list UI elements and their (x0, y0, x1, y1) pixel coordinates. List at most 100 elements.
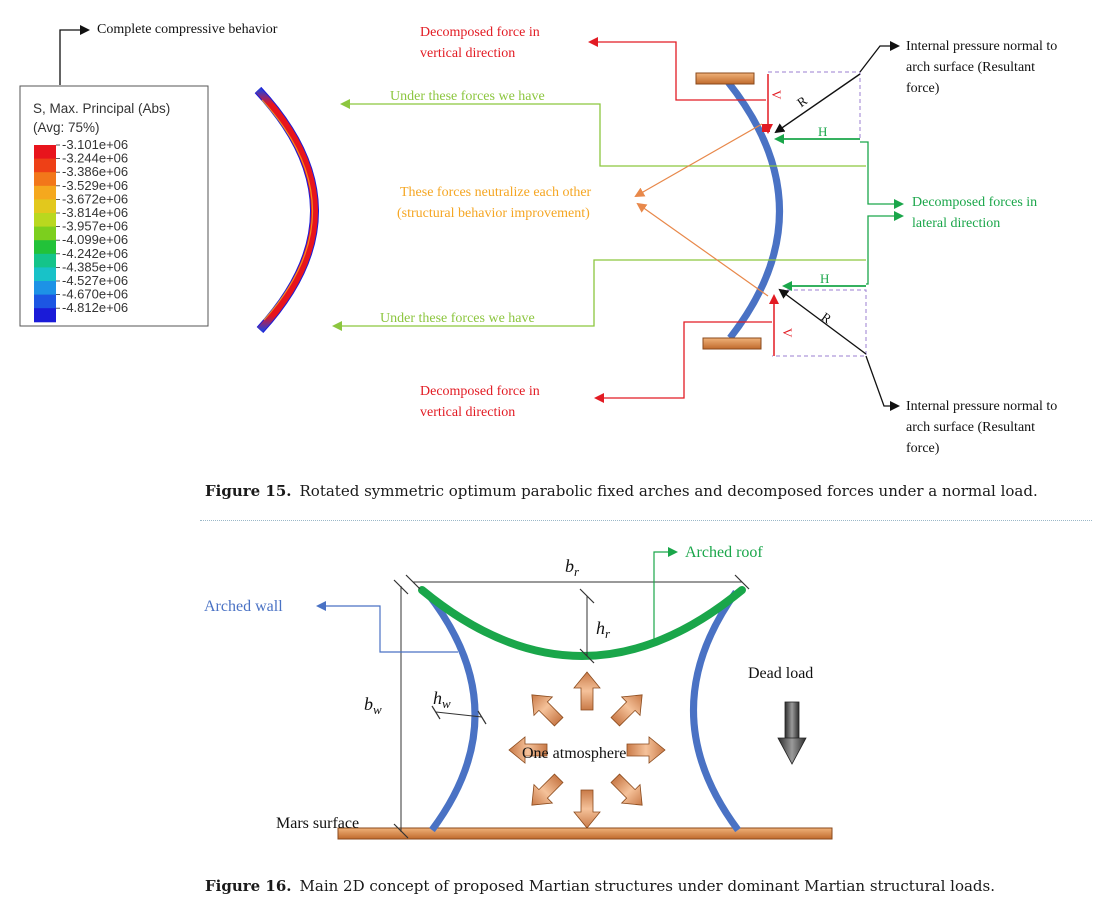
pressure-arrow (573, 789, 601, 829)
r-symbol-bottom: R (819, 309, 835, 326)
internal-pressure-bottom-3: force) (906, 441, 940, 456)
legend-value: -4.527e+06 (62, 273, 128, 288)
figure-15-caption-label: Figure 15. (205, 482, 292, 500)
v-symbol-top: V (769, 90, 784, 100)
legend-value: -3.814e+06 (62, 205, 128, 220)
right-arched-wall (690, 589, 741, 833)
legend-swatch (34, 158, 56, 173)
martian-structure-diagram: br hr bw hw (337, 556, 833, 840)
legend-swatch (34, 145, 56, 160)
figure-15-caption-text: Rotated symmetric optimum parabolic fixe… (299, 482, 1038, 500)
legend-value: -3.957e+06 (62, 219, 128, 234)
complete-compressive-label: Complete compressive behavior (97, 22, 278, 37)
legend-swatch (34, 294, 56, 309)
lateral-label-2: lateral direction (912, 216, 1000, 231)
neutralize-callout: These forces neutralize each other (stru… (397, 123, 769, 297)
figure-15-caption: Figure 15. Rotated symmetric optimum para… (205, 482, 1038, 500)
vertical-force-label-bottom-1: Decomposed force in (420, 384, 540, 399)
vertical-force-callout-bottom: Decomposed force in vertical direction (420, 321, 772, 420)
legend-swatch (34, 185, 56, 200)
internal-pressure-bottom-2: arch surface (Resultant (906, 420, 1035, 435)
under-forces-callout-top: Under these forces we have (340, 89, 866, 167)
br-symbol: br (565, 556, 580, 579)
legend-value: -3.386e+06 (62, 164, 128, 179)
legend-value: -3.672e+06 (62, 191, 128, 206)
legend-swatch (34, 172, 56, 187)
fea-arch-contour (254, 86, 319, 334)
hw-symbol: hw (433, 688, 451, 711)
v-symbol-bottom: V (780, 328, 795, 338)
legend-subtitle: (Avg: 75%) (33, 120, 100, 135)
legend-value: -4.670e+06 (62, 287, 128, 302)
internal-pressure-top-1: Internal pressure normal to (906, 39, 1057, 54)
pressure-arrow (626, 736, 666, 764)
left-arched-wall (425, 591, 479, 833)
lateral-label-1: Decomposed forces in (912, 195, 1037, 210)
pressure-arrow (531, 773, 564, 806)
bw-symbol: bw (364, 694, 382, 717)
figure-16-caption-text: Main 2D concept of proposed Martian stru… (299, 877, 995, 895)
figure-16-caption: Figure 16. Main 2D concept of proposed Ma… (205, 877, 995, 895)
dead-load-label: Dead load (748, 665, 813, 682)
pressure-arrow (531, 694, 564, 727)
pressure-arrow (610, 773, 643, 806)
legend-value: -4.099e+06 (62, 232, 128, 247)
vertical-force-label-bottom-2: vertical direction (420, 405, 515, 420)
legend-value: -4.385e+06 (62, 259, 128, 274)
legend-swatch (34, 213, 56, 228)
bottom-support-plate (702, 337, 762, 350)
legend-title: S, Max. Principal (Abs) (33, 101, 170, 116)
vertical-force-callout-top: Decomposed force in vertical direction (420, 25, 766, 101)
legend-swatch (34, 267, 56, 282)
legend-swatch (34, 240, 56, 255)
vertical-force-label-top-1: Decomposed force in (420, 25, 540, 40)
legend-swatch (34, 226, 56, 241)
arched-roof-label: Arched roof (685, 544, 763, 561)
pressure-arrow (610, 694, 643, 727)
top-support-plate (695, 72, 755, 85)
h-symbol-bottom: H (820, 271, 829, 286)
mars-surface-bar (337, 827, 833, 840)
arched-roof-curve (418, 586, 746, 660)
figure-16-caption-label: Figure 16. (205, 877, 292, 895)
dead-load-arrow (777, 701, 807, 765)
legend-swatches (34, 145, 56, 323)
arched-wall-callout: Arched wall (204, 598, 458, 653)
legend-values: -3.101e+06-3.244e+06-3.386e+06-3.529e+06… (56, 137, 128, 315)
stress-legend: S, Max. Principal (Abs) (Avg: 75%) -3.10… (19, 85, 209, 327)
under-forces-label-bottom: Under these forces we have (380, 311, 535, 326)
vertical-force-label-top-2: vertical direction (420, 46, 515, 61)
legend-swatch (34, 199, 56, 214)
lateral-force-callout: Decomposed forces in lateral direction (860, 141, 1037, 285)
internal-pressure-top-3: force) (906, 81, 940, 96)
internal-pressure-callout-top: Internal pressure normal to arch surface… (859, 39, 1057, 96)
legend-value: -3.244e+06 (62, 151, 128, 166)
legend-value: -3.101e+06 (62, 137, 128, 152)
arched-roof-callout: Arched roof (653, 544, 763, 640)
legend-swatch (34, 253, 56, 268)
under-forces-label-top: Under these forces we have (390, 89, 545, 104)
neutralize-label-1: These forces neutralize each other (400, 185, 592, 200)
internal-pressure-bottom-1: Internal pressure normal to (906, 399, 1057, 414)
pressure-arrows (508, 671, 666, 829)
legend-value: -4.812e+06 (62, 300, 128, 315)
rotated-arch-diagram: V V R R H H (695, 71, 867, 357)
complete-compressive-callout: Complete compressive behavior (59, 22, 278, 85)
r-symbol-top: R (794, 93, 810, 110)
arched-wall-label: Arched wall (204, 598, 283, 615)
one-atmosphere-label: One atmosphere (522, 745, 626, 762)
hr-symbol: hr (596, 618, 611, 641)
legend-value: -4.242e+06 (62, 246, 128, 261)
pressure-arrow (508, 736, 548, 764)
mars-surface-label: Mars surface (276, 815, 359, 832)
internal-pressure-callout-bottom: Internal pressure normal to arch surface… (865, 355, 1057, 456)
legend-swatch (34, 281, 56, 296)
internal-pressure-top-2: arch surface (Resultant (906, 60, 1035, 75)
h-symbol-top: H (818, 124, 827, 139)
neutralize-label-2: (structural behavior improvement) (397, 206, 590, 221)
legend-value: -3.529e+06 (62, 178, 128, 193)
under-forces-callout-bottom: Under these forces we have (332, 259, 866, 331)
figure-separator (200, 520, 1092, 521)
pressure-arrow (573, 671, 601, 711)
